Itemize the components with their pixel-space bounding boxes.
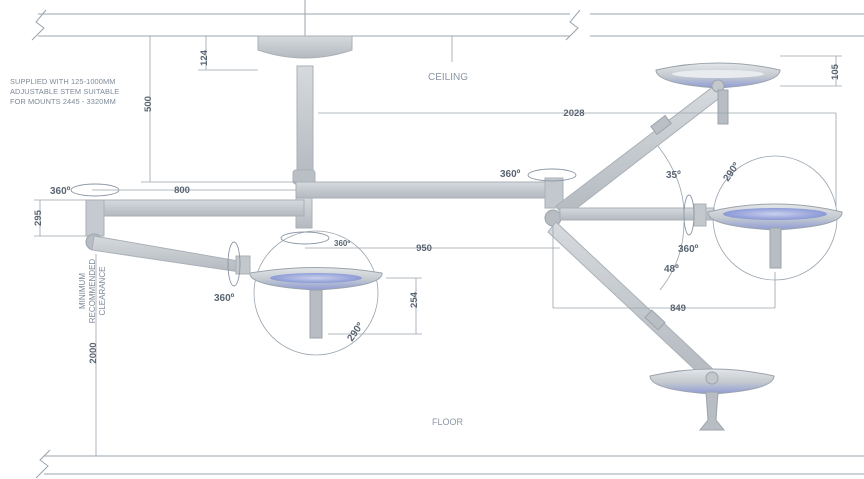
ceiling-line — [31, 9, 864, 41]
stem-note-line: SUPPLIED WITH 125-1000MM — [10, 77, 116, 86]
right-middle-arm — [559, 203, 715, 227]
right-middle-light-head — [707, 155, 843, 281]
dim-849: 849 — [670, 303, 686, 314]
stem-note-line: FOR MOUNTS 2445 - 3320MM — [10, 97, 116, 106]
dim-2000: 2000 — [88, 342, 99, 363]
dim-124: 124 — [199, 49, 210, 66]
dim-295: 295 — [33, 209, 44, 226]
right-upper-arm — [555, 85, 723, 219]
right-upper-light-head — [655, 62, 781, 125]
dim-2028: 2028 — [563, 108, 584, 119]
dim-800: 800 — [174, 185, 190, 196]
angle-right-light-rotation: 360º — [678, 244, 699, 255]
main-arm — [295, 177, 564, 227]
ceiling-mount — [257, 0, 353, 185]
dimension-lines — [34, 35, 842, 456]
stem-note: SUPPLIED WITH 125-1000MM ADJUSTABLE STEM… — [10, 77, 160, 107]
dim-254: 254 — [409, 291, 420, 308]
angle-right-arm-rotation: 360º — [500, 169, 521, 180]
clearance-label: MINIMUM RECOMMENDED CLEARANCE — [78, 246, 108, 336]
angle-center-rotation: 360º — [334, 239, 350, 248]
left-light-head — [235, 230, 383, 356]
floor-line — [35, 449, 864, 479]
dim-500: 500 — [143, 96, 154, 112]
angle-arm-up: 35º — [666, 170, 681, 181]
left-arm — [85, 197, 313, 273]
clearance-line: CLEARANCE — [98, 266, 107, 316]
angle-left-tilt: 290º — [345, 320, 366, 343]
dim-950: 950 — [416, 243, 432, 254]
stem-note-line: ADJUSTABLE STEM SUITABLE — [10, 87, 120, 96]
dim-105: 105 — [830, 63, 841, 80]
ceiling-label: CEILING — [428, 72, 468, 83]
clearance-line: RECOMMENDED — [88, 258, 97, 324]
angle-arm-down: 48º — [664, 264, 679, 275]
clearance-line: MINIMUM — [78, 273, 87, 309]
angle-left-light-rotation: 360º — [214, 293, 235, 304]
angle-right-tilt: 290º — [721, 160, 742, 183]
angle-left-arm-rotation: 360º — [50, 186, 71, 197]
right-lower-light-head — [649, 368, 775, 431]
floor-label: FLOOR — [432, 417, 464, 427]
